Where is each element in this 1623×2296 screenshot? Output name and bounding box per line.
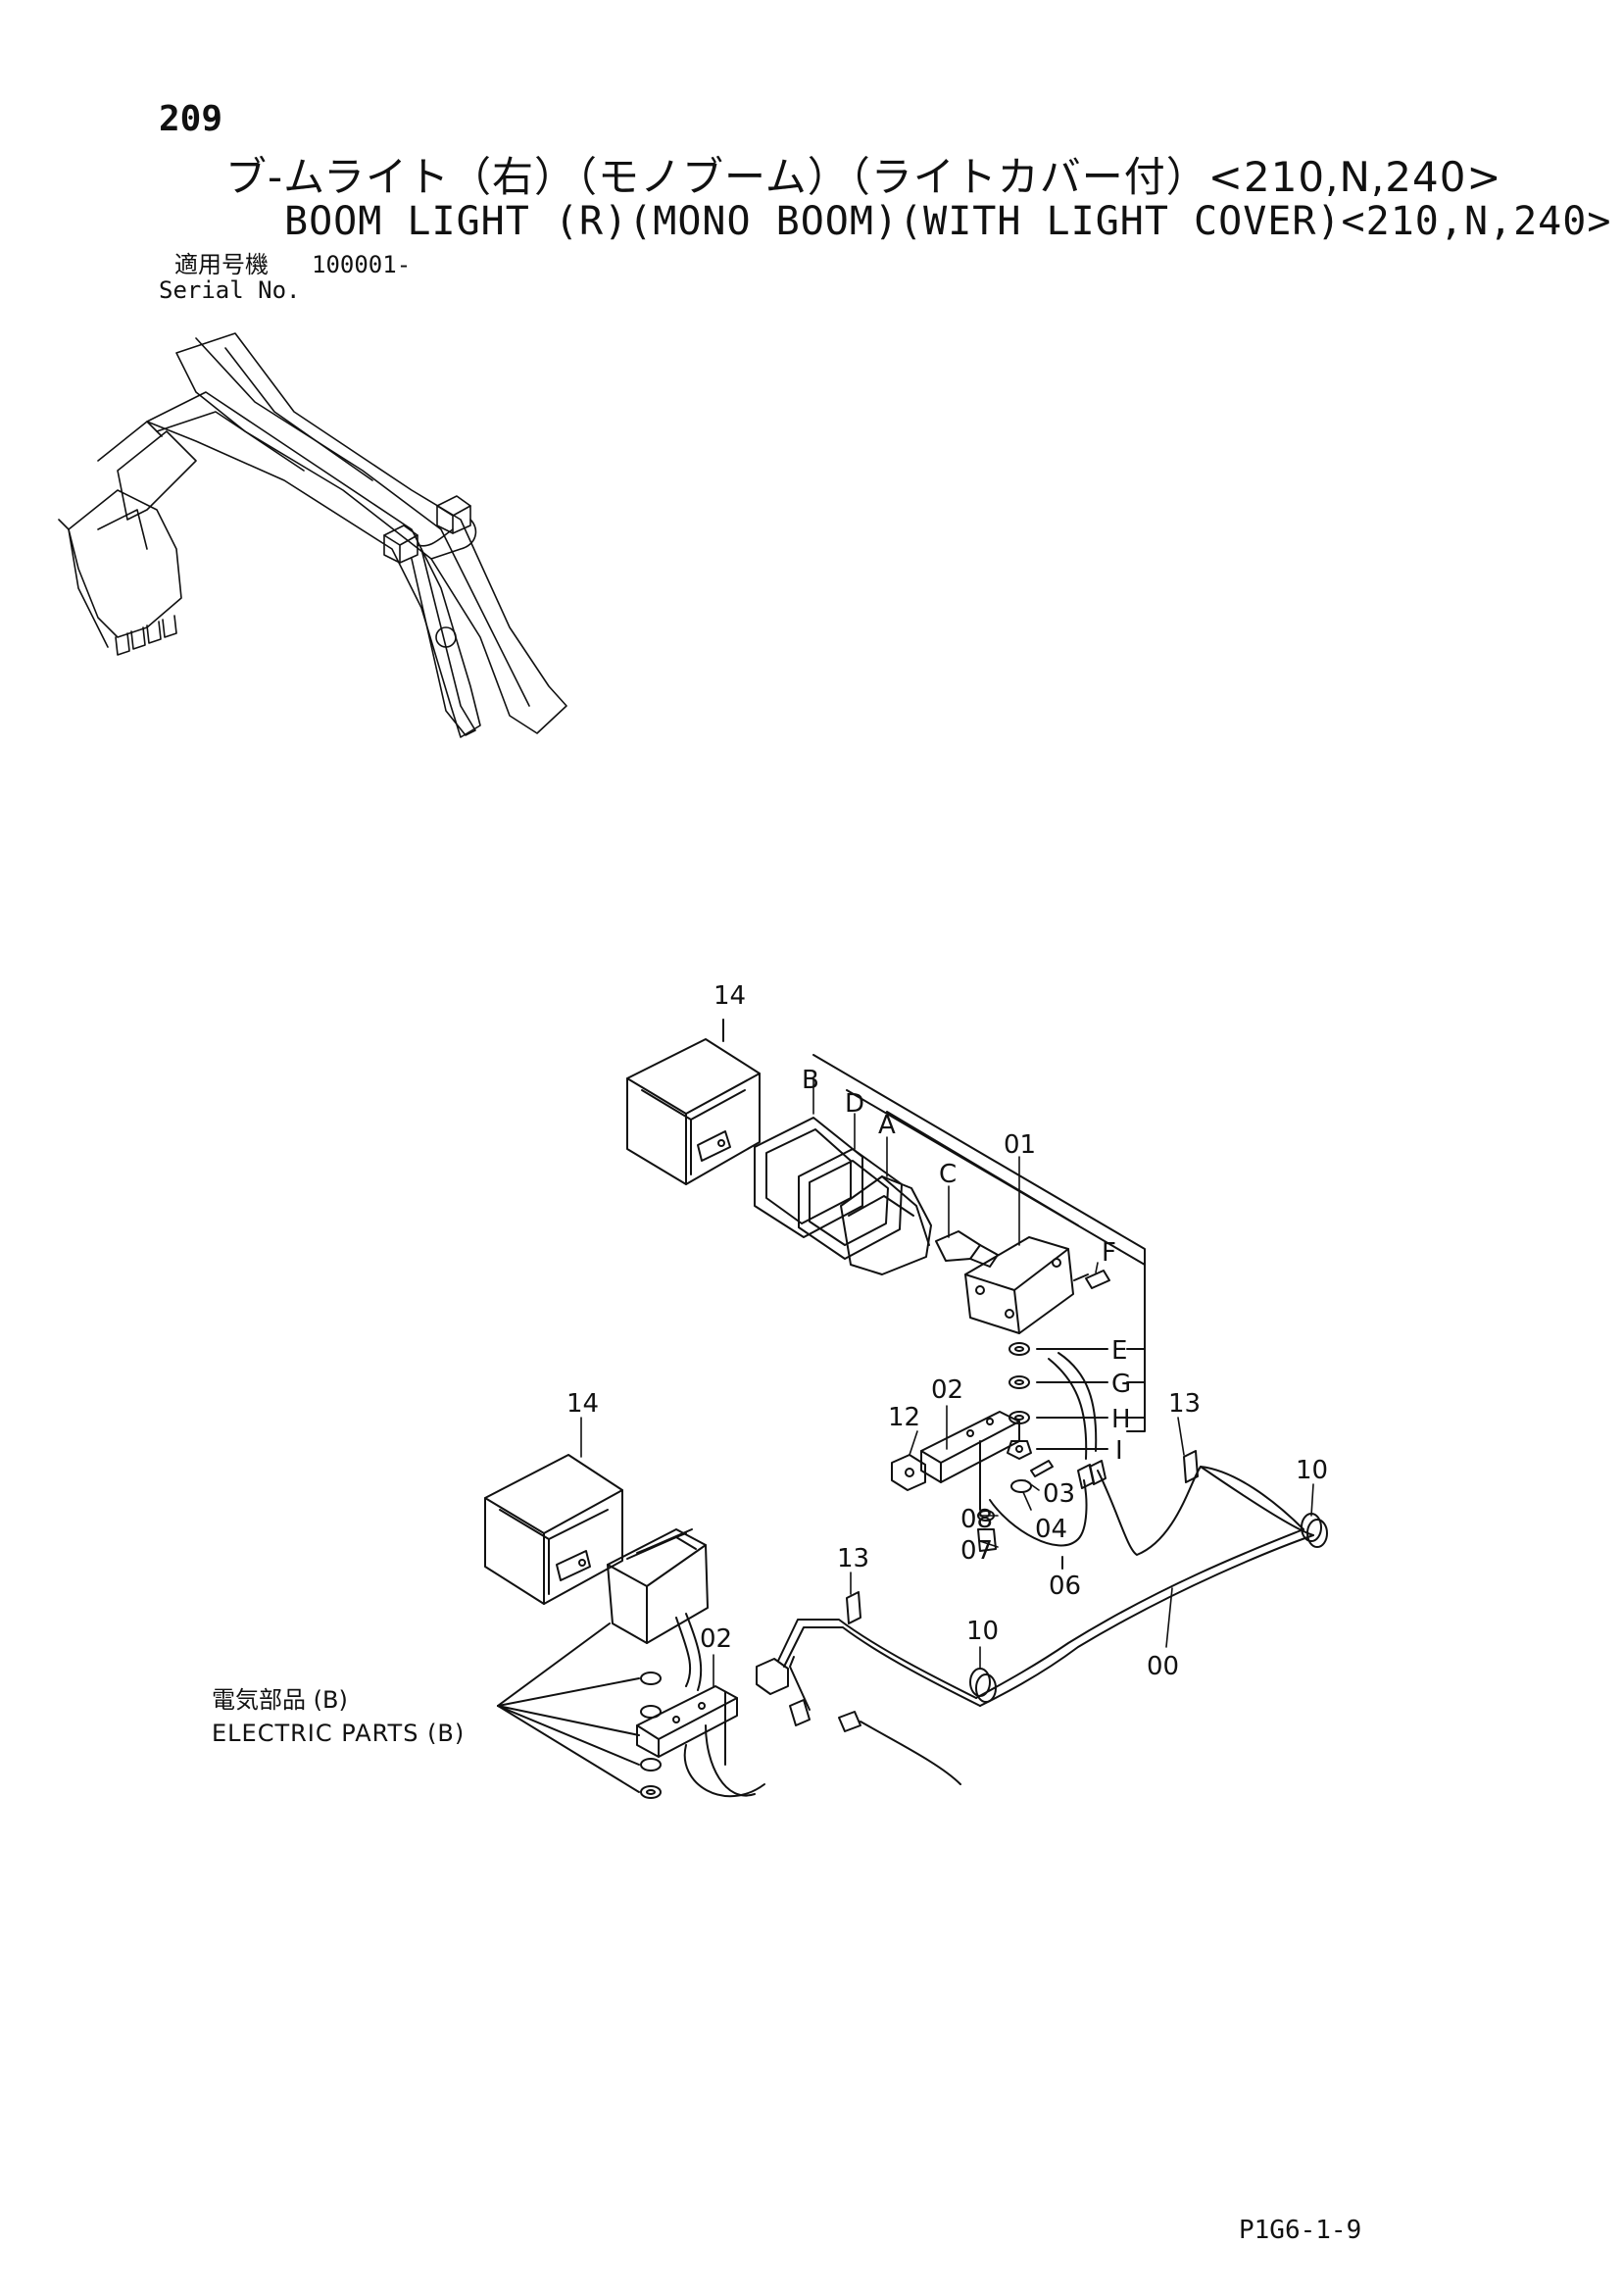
nut-12 — [891, 1454, 926, 1491]
callout-06: 06 — [1049, 1572, 1081, 1601]
callout-h: H — [1111, 1405, 1131, 1434]
callout-leaders — [580, 1019, 1314, 1687]
callout-c: C — [939, 1160, 957, 1189]
wire-06 — [989, 1479, 1088, 1547]
lens-a — [840, 1175, 932, 1275]
callout-d: D — [845, 1089, 864, 1119]
light-cover-lower — [484, 1454, 623, 1605]
bolt-07 — [977, 1528, 997, 1552]
electric-parts-leaders — [497, 1622, 640, 1793]
serial-label-japanese: 適用号機 — [174, 251, 269, 278]
bracket-02-upper — [920, 1411, 1020, 1511]
screw-f — [1073, 1270, 1110, 1289]
callout-07: 07 — [960, 1536, 993, 1566]
serial-label-english: Serial No. — [159, 276, 301, 304]
callout-02-upper: 02 — [931, 1375, 963, 1405]
light-housing-lower — [607, 1528, 709, 1644]
callout-g: G — [1111, 1370, 1131, 1399]
bolt-03 — [1030, 1460, 1054, 1477]
callout-10-mid: 10 — [966, 1617, 999, 1646]
callout-12: 12 — [888, 1403, 920, 1432]
light-housing-01 — [964, 1236, 1074, 1334]
callout-03: 03 — [1043, 1479, 1075, 1509]
callout-02-lower: 02 — [700, 1624, 732, 1654]
callout-04: 04 — [1035, 1515, 1067, 1544]
rim-d — [798, 1148, 903, 1260]
bulb-c — [935, 1230, 999, 1268]
serial-number-value: 100001- — [312, 251, 412, 278]
figure-code: P1G6-1-9 — [1239, 2216, 1362, 2245]
bracket-02-lower — [636, 1685, 738, 1766]
callout-a: A — [878, 1111, 896, 1140]
washer-04 — [1010, 1479, 1032, 1493]
callout-08: 08 — [960, 1505, 993, 1534]
light-cover-upper — [626, 1038, 761, 1185]
callout-00: 00 — [1147, 1652, 1179, 1681]
page-number: 209 — [159, 99, 223, 139]
callout-13-right: 13 — [1168, 1389, 1201, 1419]
callout-13-mid: 13 — [837, 1544, 869, 1573]
callout-14-upper: 14 — [713, 981, 746, 1011]
callout-i: I — [1115, 1436, 1123, 1466]
callout-14-lower: 14 — [566, 1389, 599, 1419]
title-japanese: ブ-ムライト（右）（モノブーム）（ライトカバー付）<210,N,240> — [225, 153, 1502, 201]
harness-00 — [777, 1466, 1314, 1707]
callout-labels: 14 B D A C 01 F E G H I 12 02 13 10 03 0… — [566, 981, 1328, 1681]
boom-light-assembly-upper — [626, 1019, 1328, 1707]
callout-e: E — [1111, 1336, 1127, 1366]
clip-10-right — [1301, 1513, 1322, 1542]
electric-parts-label-english: ELECTRIC PARTS (B) — [212, 1720, 466, 1747]
title-english: BOOM LIGHT (R)(MONO BOOM)(WITH LIGHT COV… — [284, 199, 1612, 244]
clamp-13-right — [1183, 1450, 1199, 1483]
washers-egh — [1007, 1342, 1032, 1460]
callout-10-right: 10 — [1296, 1456, 1328, 1485]
excavator-overview-illustration — [58, 332, 567, 738]
electric-parts-label-japanese: 電気部品 (B) — [212, 1686, 348, 1714]
callout-f: F — [1102, 1238, 1116, 1268]
clip-10-mid — [969, 1668, 991, 1697]
callout-b: B — [802, 1066, 819, 1095]
callout-01: 01 — [1004, 1130, 1036, 1160]
clamp-13-mid — [846, 1591, 861, 1624]
